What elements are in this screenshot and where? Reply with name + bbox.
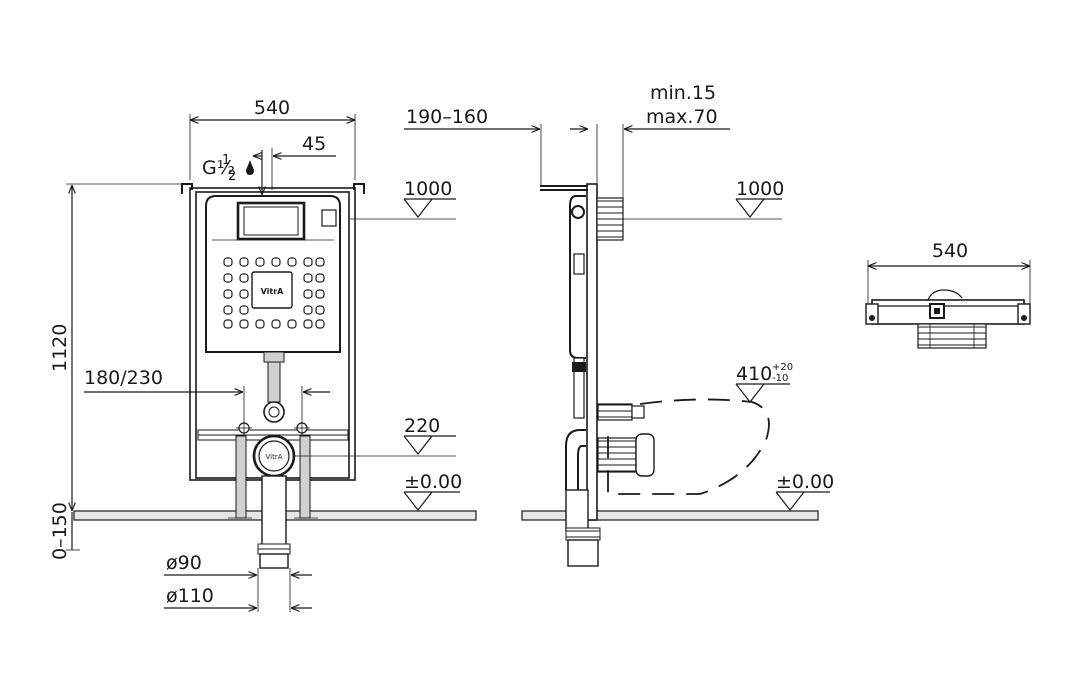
cistern-dot <box>239 319 249 329</box>
brand-logo-plate <box>251 271 293 309</box>
cistern-dot <box>239 257 249 267</box>
front-cistern <box>205 195 341 353</box>
cistern-dot <box>223 305 233 315</box>
inlet-offset-dimension: 45 <box>254 133 336 190</box>
side-level-410-tol-minus: -10 <box>772 373 788 384</box>
cistern-dot <box>303 319 313 329</box>
front-view: VitrA VitrA <box>49 97 477 612</box>
cistern-dot <box>255 319 265 329</box>
cistern-dot <box>239 289 249 299</box>
side-depth-label: 190–160 <box>406 106 488 128</box>
waste-outlet: VitrA <box>252 434 296 478</box>
side-level-410-tol-plus: +20 <box>772 362 793 373</box>
side-cistern <box>569 195 586 419</box>
cistern-dot <box>315 319 325 329</box>
front-level-1000: 1000 <box>350 178 456 220</box>
cistern-dot <box>303 305 313 315</box>
front-level-zero: ±0.00 <box>403 471 462 511</box>
cistern-dot <box>315 273 325 283</box>
pipe-d90-label: ø90 <box>166 552 202 574</box>
side-level-1000-label: 1000 <box>736 178 784 200</box>
cistern-dot <box>271 257 281 267</box>
cistern-dot <box>271 319 281 329</box>
floor-range-label: 0–150 <box>49 502 71 560</box>
side-level-1000: 1000 <box>622 178 784 220</box>
front-width-dimension: 540 <box>189 97 356 180</box>
bracket-spacing-label: 180/230 <box>84 367 163 389</box>
side-level-zero: ±0.00 <box>775 471 834 511</box>
front-width-label: 540 <box>254 97 290 119</box>
inlet-fraction-top: 1 <box>222 153 230 168</box>
side-level-410: 410 +20 -10 <box>735 362 793 403</box>
wc-bowl-outline <box>607 398 770 495</box>
side-inlet-block <box>596 197 624 241</box>
cistern-dot <box>239 305 249 315</box>
brand-logo: VitrA <box>261 287 285 296</box>
height-label: 1120 <box>49 324 71 372</box>
cistern-dot <box>223 319 233 329</box>
side-level-zero-label: ±0.00 <box>776 471 834 493</box>
side-max-label: max.70 <box>646 106 718 128</box>
mounting-bolts <box>236 420 310 436</box>
side-floor-slab <box>521 510 819 521</box>
cistern-dot <box>287 319 297 329</box>
top-frame <box>865 289 1031 349</box>
cistern-dot <box>223 257 233 267</box>
side-view: 190–160 min.15 max.70 1000 410 +20 -10 ±… <box>404 82 834 567</box>
pipe-diameter-dimensions: ø90 ø110 <box>164 552 312 612</box>
cistern-dot <box>223 273 233 283</box>
water-inlet-symbol: G½ <box>202 150 262 194</box>
cistern-dot <box>303 257 313 267</box>
cistern-dot <box>303 289 313 299</box>
side-top-arm <box>540 185 588 191</box>
top-view: 540 <box>865 240 1031 349</box>
side-depth-dimension: 190–160 <box>404 106 598 186</box>
front-level-1000-label: 1000 <box>404 178 452 200</box>
top-width-label: 540 <box>932 240 968 262</box>
side-waste-bend <box>565 429 601 567</box>
side-frame-post <box>586 183 598 521</box>
cistern-dot <box>255 257 265 267</box>
outlet-logo: VitrA <box>266 453 283 461</box>
cistern-dot <box>239 273 249 283</box>
side-level-410-label: 410 <box>736 363 772 385</box>
cistern-dot <box>315 257 325 267</box>
inlet-fraction-bottom: 2 <box>228 169 236 184</box>
front-level-220: 220 <box>294 415 456 457</box>
cistern-dot <box>303 273 313 283</box>
inlet-offset-label: 45 <box>302 133 326 155</box>
inlet-size-label: G½ <box>202 157 235 179</box>
side-connector <box>597 403 655 477</box>
side-min-label: min.15 <box>650 82 716 104</box>
cistern-dot <box>315 289 325 299</box>
cistern-dot <box>315 305 325 315</box>
floor-range-dimension: 0–150 <box>49 502 80 560</box>
front-waste-pipe <box>257 475 291 569</box>
cistern-dot <box>223 289 233 299</box>
front-flush-pipe <box>263 351 285 423</box>
side-wall-dimension: min.15 max.70 <box>622 82 730 198</box>
front-level-zero-label: ±0.00 <box>404 471 462 493</box>
front-level-220-label: 220 <box>404 415 440 437</box>
cistern-dot-pattern <box>223 257 325 329</box>
height-dimension: 1120 <box>49 183 182 510</box>
pipe-d110-label: ø110 <box>166 585 214 607</box>
bracket-spacing-dimension: 180/230 <box>84 367 330 420</box>
cistern-dot <box>287 257 297 267</box>
